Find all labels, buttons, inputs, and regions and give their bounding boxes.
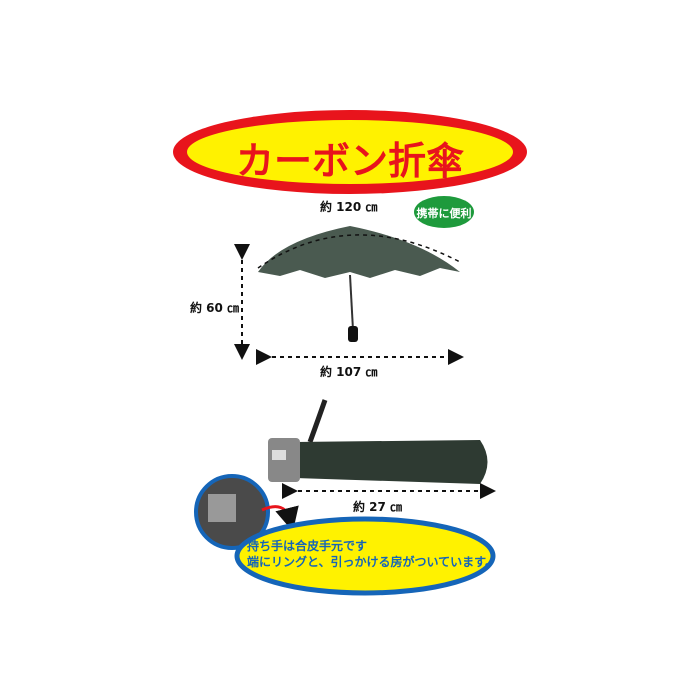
title: カーボン折傘 xyxy=(235,139,464,183)
badge: 携帯に便利 xyxy=(416,207,472,220)
folded-umbrella xyxy=(268,399,488,484)
span-open-label: 約 107 ㎝ xyxy=(320,365,378,379)
height-open-label: 約 60 ㎝ xyxy=(190,301,240,315)
note-line-2: 端にリングと、引っかける房がついています。 xyxy=(247,555,497,569)
note-line-1: 持ち手は合皮手元です xyxy=(247,539,368,553)
badge-bg xyxy=(414,196,474,228)
open-umbrella xyxy=(258,226,460,342)
arc-arrow xyxy=(257,234,461,269)
length-folded-label: 約 27 ㎝ xyxy=(353,500,403,514)
note-bubble xyxy=(234,516,496,596)
width-open-label: 約 120 ㎝ xyxy=(320,200,378,214)
